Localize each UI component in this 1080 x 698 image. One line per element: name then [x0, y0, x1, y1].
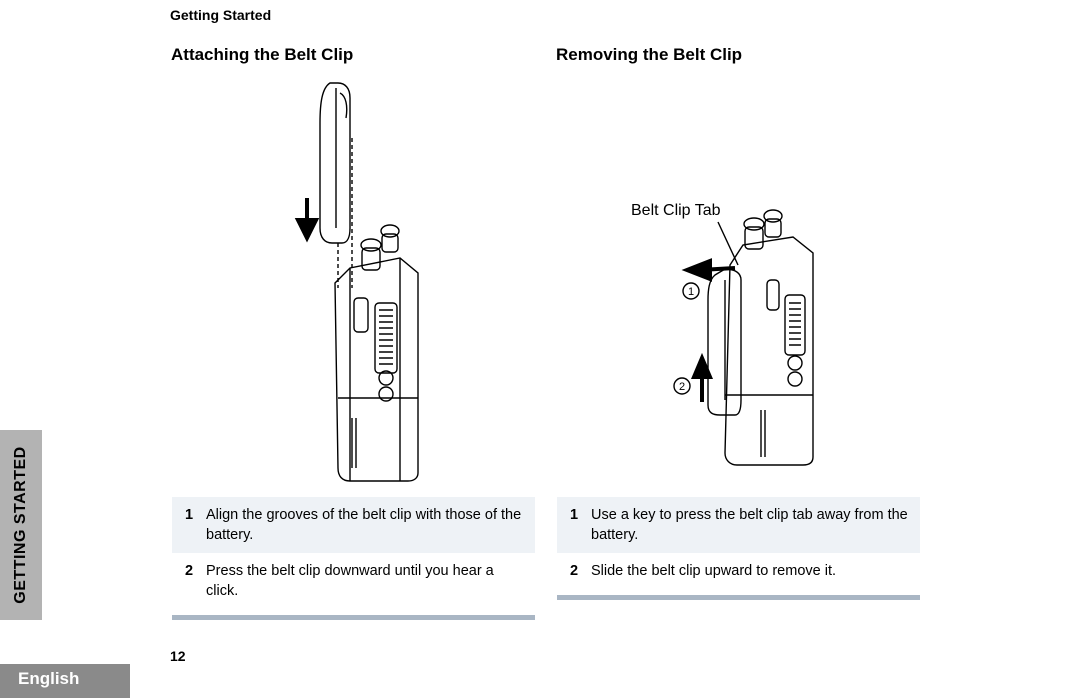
step-number: 1: [184, 507, 194, 523]
step-number: 2: [569, 563, 579, 579]
remove-belt-clip-illustration: 1 2: [673, 209, 814, 466]
running-header: Getting Started: [170, 7, 272, 23]
step-number: 2: [184, 563, 194, 579]
step-text: Press the belt clip downward until you h…: [206, 563, 494, 599]
step-text: Slide the belt clip upward to remove it.: [591, 563, 837, 579]
language-label: English: [18, 669, 80, 688]
step-marker-1: 1: [688, 286, 694, 298]
step-row: 1 Use a key to press the belt clip tab a…: [557, 497, 920, 553]
step-text: Use a key to press the belt clip tab awa…: [591, 507, 908, 543]
step-text: Align the grooves of the belt clip with …: [206, 507, 522, 543]
remove-steps: 1 Use a key to press the belt clip tab a…: [557, 497, 920, 600]
step-row: 2 Slide the belt clip upward to remove i…: [557, 553, 920, 589]
language-tab: English: [0, 664, 130, 698]
attach-belt-clip-illustration: [294, 82, 419, 482]
step-row: 2 Press the belt clip downward until you…: [172, 553, 535, 609]
chapter-side-tab: GETTING STARTED: [0, 430, 42, 620]
step-marker-2: 2: [679, 381, 685, 393]
chapter-side-tab-label: GETTING STARTED: [12, 446, 29, 604]
attach-section-title: Attaching the Belt Clip: [171, 45, 354, 64]
belt-clip-tab-callout: Belt Clip Tab: [631, 202, 721, 219]
section-divider: [172, 615, 535, 620]
section-divider: [557, 595, 920, 600]
attach-steps: 1 Align the grooves of the belt clip wit…: [172, 497, 535, 620]
page-number: 12: [170, 648, 186, 664]
remove-section-title: Removing the Belt Clip: [556, 45, 743, 64]
step-row: 1 Align the grooves of the belt clip wit…: [172, 497, 535, 553]
step-number: 1: [569, 507, 579, 523]
